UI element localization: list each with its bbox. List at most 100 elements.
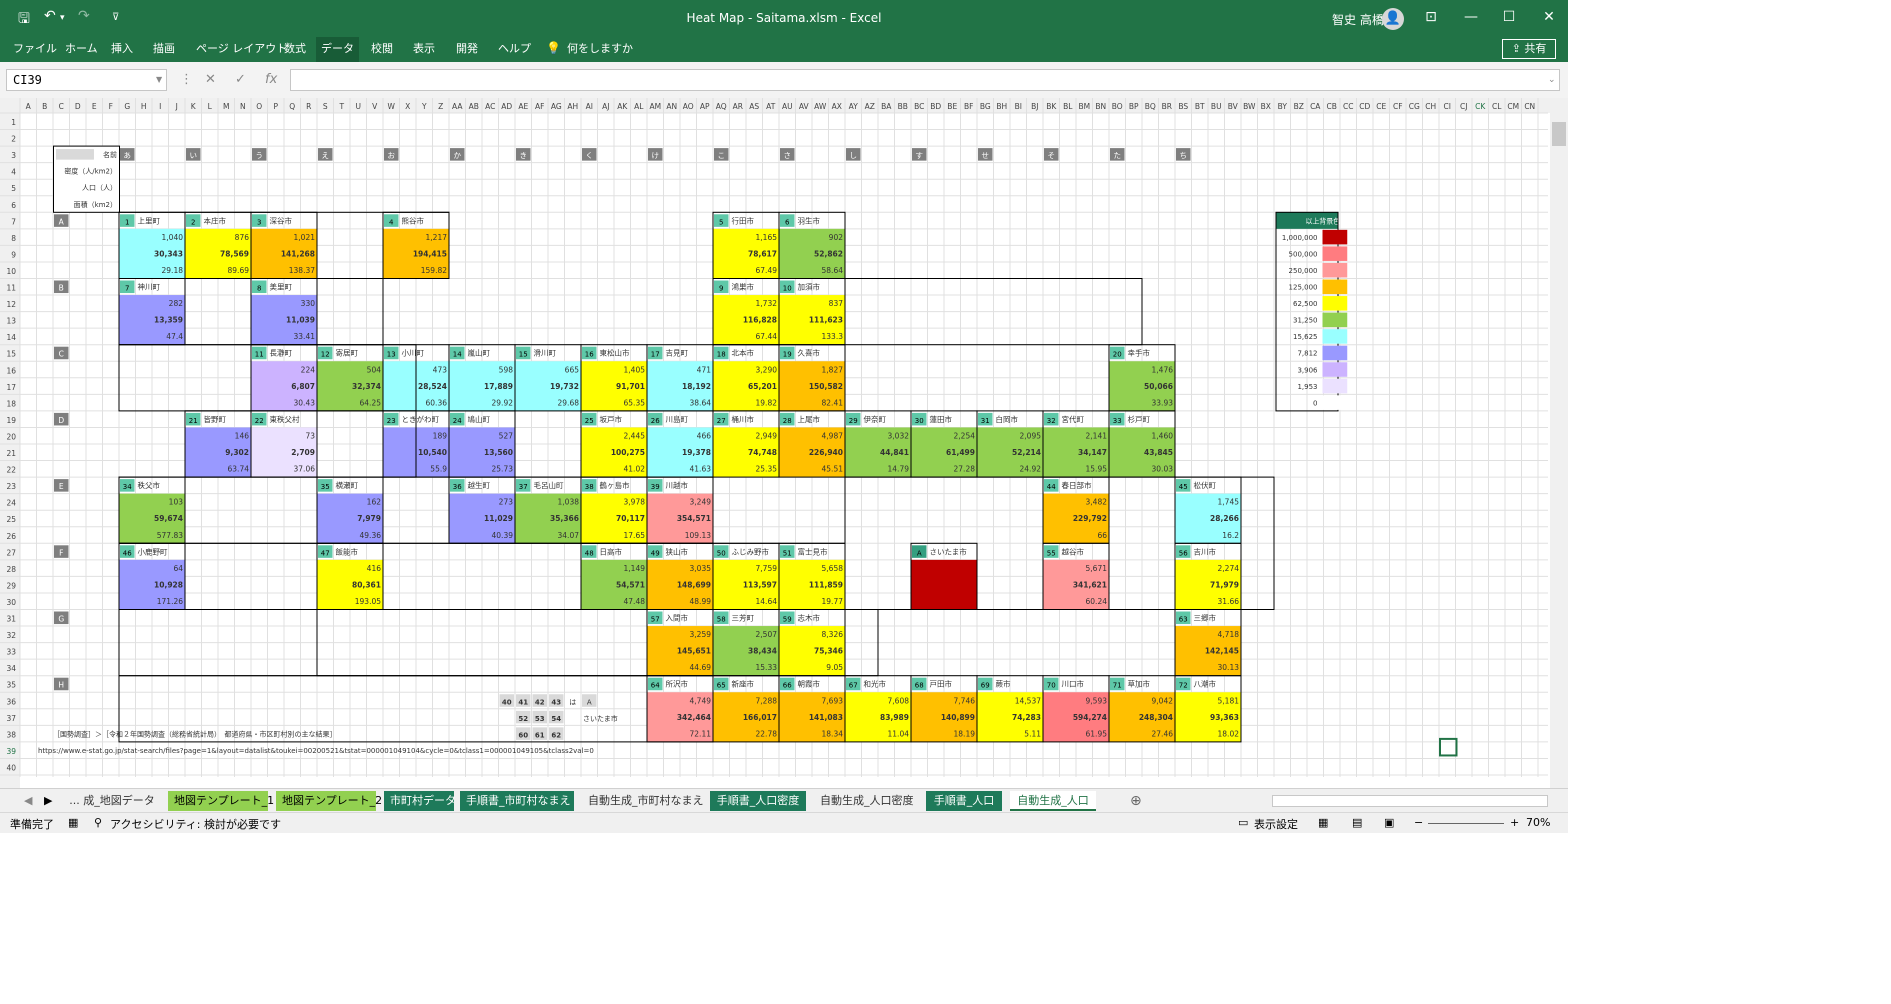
row-header: 23: [6, 482, 16, 491]
city-name: 横瀬町: [336, 480, 359, 490]
city-density: 2,141: [1086, 431, 1108, 440]
city-density: 273: [499, 498, 514, 507]
minimize-icon[interactable]: —: [1464, 9, 1478, 25]
tab-5[interactable]: 数式: [284, 42, 306, 55]
vertical-scrollbar[interactable]: [1550, 98, 1568, 788]
city-population: 74,283: [1012, 713, 1041, 722]
column-header: AV: [799, 102, 810, 111]
avatar[interactable]: 👤: [1382, 8, 1404, 30]
kana-header: [318, 148, 333, 161]
formula-input[interactable]: [290, 69, 1560, 91]
vertical-scroll-thumb[interactable]: [1552, 122, 1566, 146]
display-settings[interactable]: 表示設定: [1254, 818, 1298, 831]
sheet-tab-7[interactable]: 自動生成_人口密度: [814, 791, 918, 811]
region-row-header: [54, 611, 69, 625]
tab-3[interactable]: 描画: [153, 42, 175, 55]
active-cell[interactable]: [1439, 737, 1458, 757]
tab-7[interactable]: 校閲: [371, 42, 393, 55]
city-population: 342,464: [677, 713, 711, 722]
row-header: 27: [6, 548, 16, 557]
sheet-tab-3[interactable]: 市町村データ: [384, 791, 456, 811]
region-row-header: [54, 280, 69, 294]
city-area: 55.9: [430, 465, 447, 474]
city-block[interactable]: [1174, 675, 1242, 743]
column-header: R: [306, 102, 311, 111]
city-id-badge: [714, 214, 729, 227]
city-id: 72: [1179, 682, 1188, 690]
city-id-badge: [1044, 412, 1059, 426]
display-settings-icon[interactable]: ▭: [1238, 816, 1249, 829]
sheet-tab-0[interactable]: ... 成_地図データ: [62, 791, 162, 811]
row-header: 21: [6, 449, 16, 458]
kana-label: え: [322, 151, 330, 160]
horizontal-scrollbar[interactable]: [1272, 795, 1548, 807]
maximize-icon[interactable]: ☐: [1502, 9, 1516, 25]
city-id: 34: [123, 483, 132, 491]
city-population: 2,709: [291, 448, 315, 457]
share-button[interactable]: ⇪ 共有: [1502, 39, 1556, 59]
tab-10[interactable]: ヘルプ: [498, 42, 531, 55]
zoom-level[interactable]: 70%: [1526, 816, 1551, 829]
page-break-icon[interactable]: ▣: [1384, 816, 1395, 829]
tab-2[interactable]: 挿入: [111, 42, 133, 55]
city-name: ときがわ町: [402, 414, 440, 424]
close-icon[interactable]: ✕: [1543, 9, 1555, 25]
column-header: S: [323, 102, 328, 111]
sheet-tab-9[interactable]: 自動生成_人口: [1010, 791, 1096, 811]
macro-record-icon[interactable]: ▦: [68, 816, 79, 829]
city-id: 15: [519, 351, 528, 359]
city-population: 6,807: [291, 382, 315, 391]
sheet-tab-4[interactable]: 手順書_市町村なまえ: [460, 791, 574, 811]
ribbon-display-icon[interactable]: ⊡: [1425, 9, 1437, 25]
normal-view-icon[interactable]: ▦: [1318, 816, 1329, 829]
city-id: 69: [981, 682, 990, 690]
expand-formula-icon[interactable]: ⌄: [1548, 75, 1556, 85]
tell-me-search[interactable]: 何をしますか: [567, 42, 633, 55]
insert-function-icon[interactable]: fx: [265, 72, 278, 87]
zoom-slider[interactable]: [1428, 823, 1504, 824]
customize-qat-icon[interactable]: ⊽: [112, 12, 120, 23]
city-id-badge: [252, 412, 267, 426]
accessibility-icon[interactable]: ⚲: [94, 816, 103, 829]
city-name: 鴻巣市: [732, 282, 755, 292]
zoom-out-icon[interactable]: −: [1414, 816, 1424, 829]
city-id-badge: [780, 611, 795, 625]
tab-1[interactable]: ホーム: [65, 42, 98, 55]
tab-9[interactable]: 開発: [456, 42, 478, 55]
city-name: 熊谷市: [402, 215, 425, 225]
accessibility-status[interactable]: アクセシビリティ: 検討が必要です: [110, 818, 281, 831]
enter-icon[interactable]: ✓: [235, 72, 246, 87]
sheet-tab-6[interactable]: 手順書_人口密度: [710, 791, 806, 811]
city-id: 31: [981, 417, 990, 425]
tab-6[interactable]: データ: [316, 37, 359, 62]
zoom-in-icon[interactable]: +: [1510, 816, 1520, 829]
next-sheet-icon[interactable]: ▶: [44, 794, 53, 807]
undo-icon[interactable]: ↶: [44, 8, 56, 24]
column-header: CJ: [1460, 102, 1467, 111]
add-sheet-icon[interactable]: ⊕: [1130, 793, 1142, 809]
city-id-badge: [846, 412, 861, 426]
city-area: 193.05: [355, 597, 381, 606]
undo-dropdown-icon[interactable]: ▾: [60, 13, 65, 23]
namebox-dropdown-icon[interactable]: ▼: [156, 75, 163, 84]
city-density: 4,987: [822, 431, 844, 440]
sheet-tab-2[interactable]: 地図テンプレート_2: [276, 791, 382, 811]
prev-sheet-icon[interactable]: ◀: [24, 794, 33, 807]
city-fill: [713, 626, 779, 676]
sheet-tab-5[interactable]: 自動生成_市町村なまえ: [582, 791, 704, 811]
name-box[interactable]: CI39: [6, 69, 167, 91]
tab-4[interactable]: ページ レイアウト: [196, 42, 288, 55]
tab-0[interactable]: ファイル: [13, 42, 57, 55]
redo-icon[interactable]: ↷: [78, 8, 90, 24]
page-layout-icon[interactable]: ▤: [1352, 816, 1363, 829]
city-population: 28,524: [418, 382, 447, 391]
sheet-tab-1[interactable]: 地図テンプレート_1: [168, 791, 274, 811]
cancel-icon[interactable]: ✕: [205, 72, 216, 87]
city-fill: [251, 295, 317, 345]
save-icon[interactable]: 🖫: [18, 11, 30, 27]
tab-8[interactable]: 表示: [413, 42, 435, 55]
sheet-tab-8[interactable]: 手順書_人口: [926, 791, 1002, 811]
user-name[interactable]: 智史 高橋: [1332, 13, 1384, 27]
